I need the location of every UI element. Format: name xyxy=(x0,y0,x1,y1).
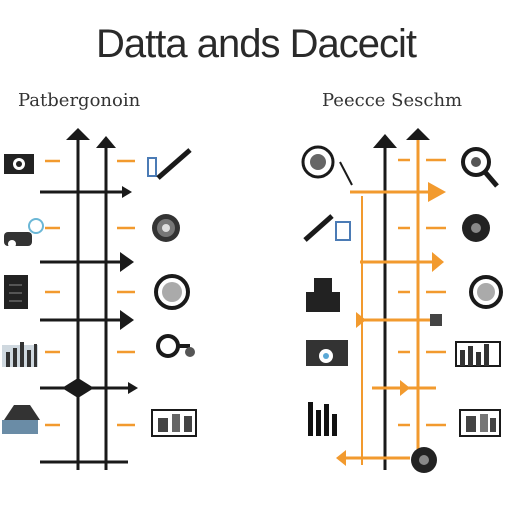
machine-icon xyxy=(151,409,197,437)
laptop-icon xyxy=(2,405,40,434)
clock-icon xyxy=(301,145,335,179)
server-rack-icon xyxy=(4,275,28,309)
right-panel-label: Peecce Seschm xyxy=(322,90,463,111)
location-pin-icon xyxy=(156,334,195,358)
brain-circle-icon-2 xyxy=(469,275,503,309)
brain-circle-icon xyxy=(154,274,190,310)
bar-chart-icon xyxy=(2,342,38,367)
hard-drive-icon xyxy=(152,214,180,242)
camera-lens-icon xyxy=(306,340,348,366)
factory-chart-icon xyxy=(455,341,501,367)
left-flow xyxy=(2,128,197,470)
robot-arm-icon xyxy=(4,218,44,248)
bar-graph-icon xyxy=(308,402,337,436)
left-top-arrow-2 xyxy=(96,136,116,148)
printer-icon xyxy=(306,278,340,312)
right-flow xyxy=(301,128,503,473)
machine-icon-2 xyxy=(459,409,501,437)
disc-icon xyxy=(462,214,490,242)
magnifier-icon xyxy=(461,147,499,188)
page-title: Datta ands Dacecit xyxy=(96,22,417,66)
camera-icon xyxy=(4,154,34,174)
cursor-pen-icon xyxy=(147,148,192,180)
pen-tool-icon xyxy=(303,214,351,242)
left-panel-label: Patbergonoin xyxy=(18,90,141,111)
left-top-arrow xyxy=(66,128,90,140)
